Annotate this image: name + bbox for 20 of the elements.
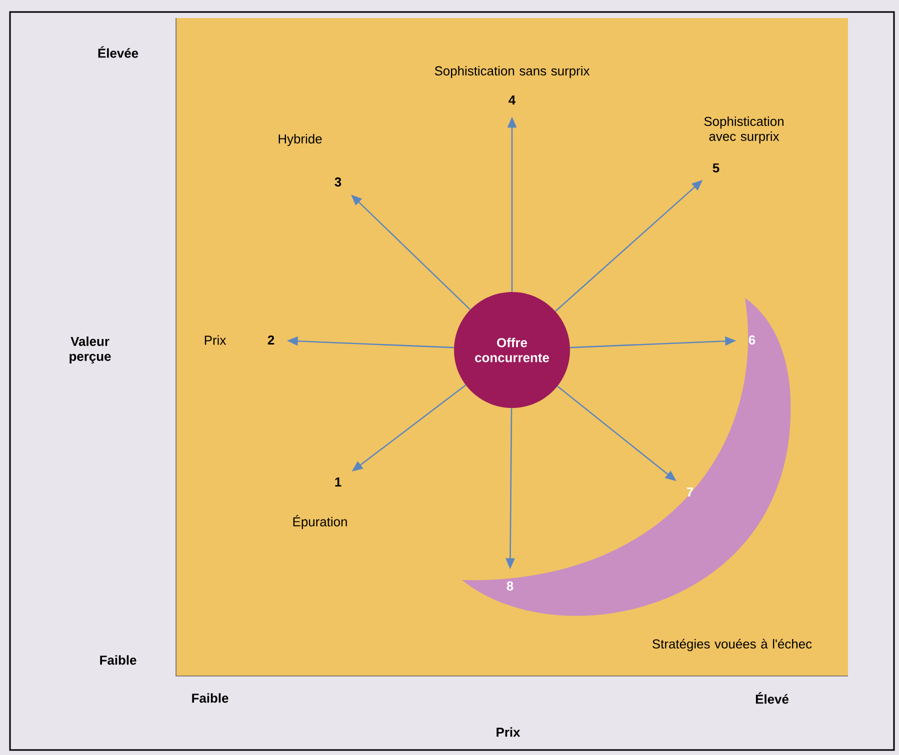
strategy-number: 2 bbox=[268, 335, 274, 345]
strategy-number: 7 bbox=[686, 488, 694, 496]
axis-label: Faible bbox=[192, 693, 228, 703]
axis-label: Prix bbox=[496, 727, 520, 737]
strategy-number: 5 bbox=[712, 163, 720, 173]
strategy-number: 8 bbox=[506, 581, 514, 591]
strategy-number: 4 bbox=[508, 96, 516, 104]
strategy-number: 6 bbox=[748, 335, 756, 345]
axis-label: Élevé bbox=[756, 692, 788, 704]
strategy-name: Hybride bbox=[278, 134, 322, 146]
axis-label: Valeur perçue bbox=[70, 336, 111, 364]
strategy-name: Sophistication sans surprix bbox=[434, 66, 590, 78]
strategy-number: 3 bbox=[334, 177, 342, 187]
strategy-name: Sophistication avec surprix bbox=[704, 116, 784, 144]
strategy-number: 1 bbox=[335, 478, 342, 486]
strategy-name: Épuration bbox=[293, 515, 347, 529]
axis-label: Élevée bbox=[98, 46, 138, 58]
axis-label: Faible bbox=[100, 655, 136, 665]
node-label: Stratégies vouées à l'échec bbox=[652, 638, 812, 652]
strategy-name: Prix bbox=[204, 335, 226, 345]
